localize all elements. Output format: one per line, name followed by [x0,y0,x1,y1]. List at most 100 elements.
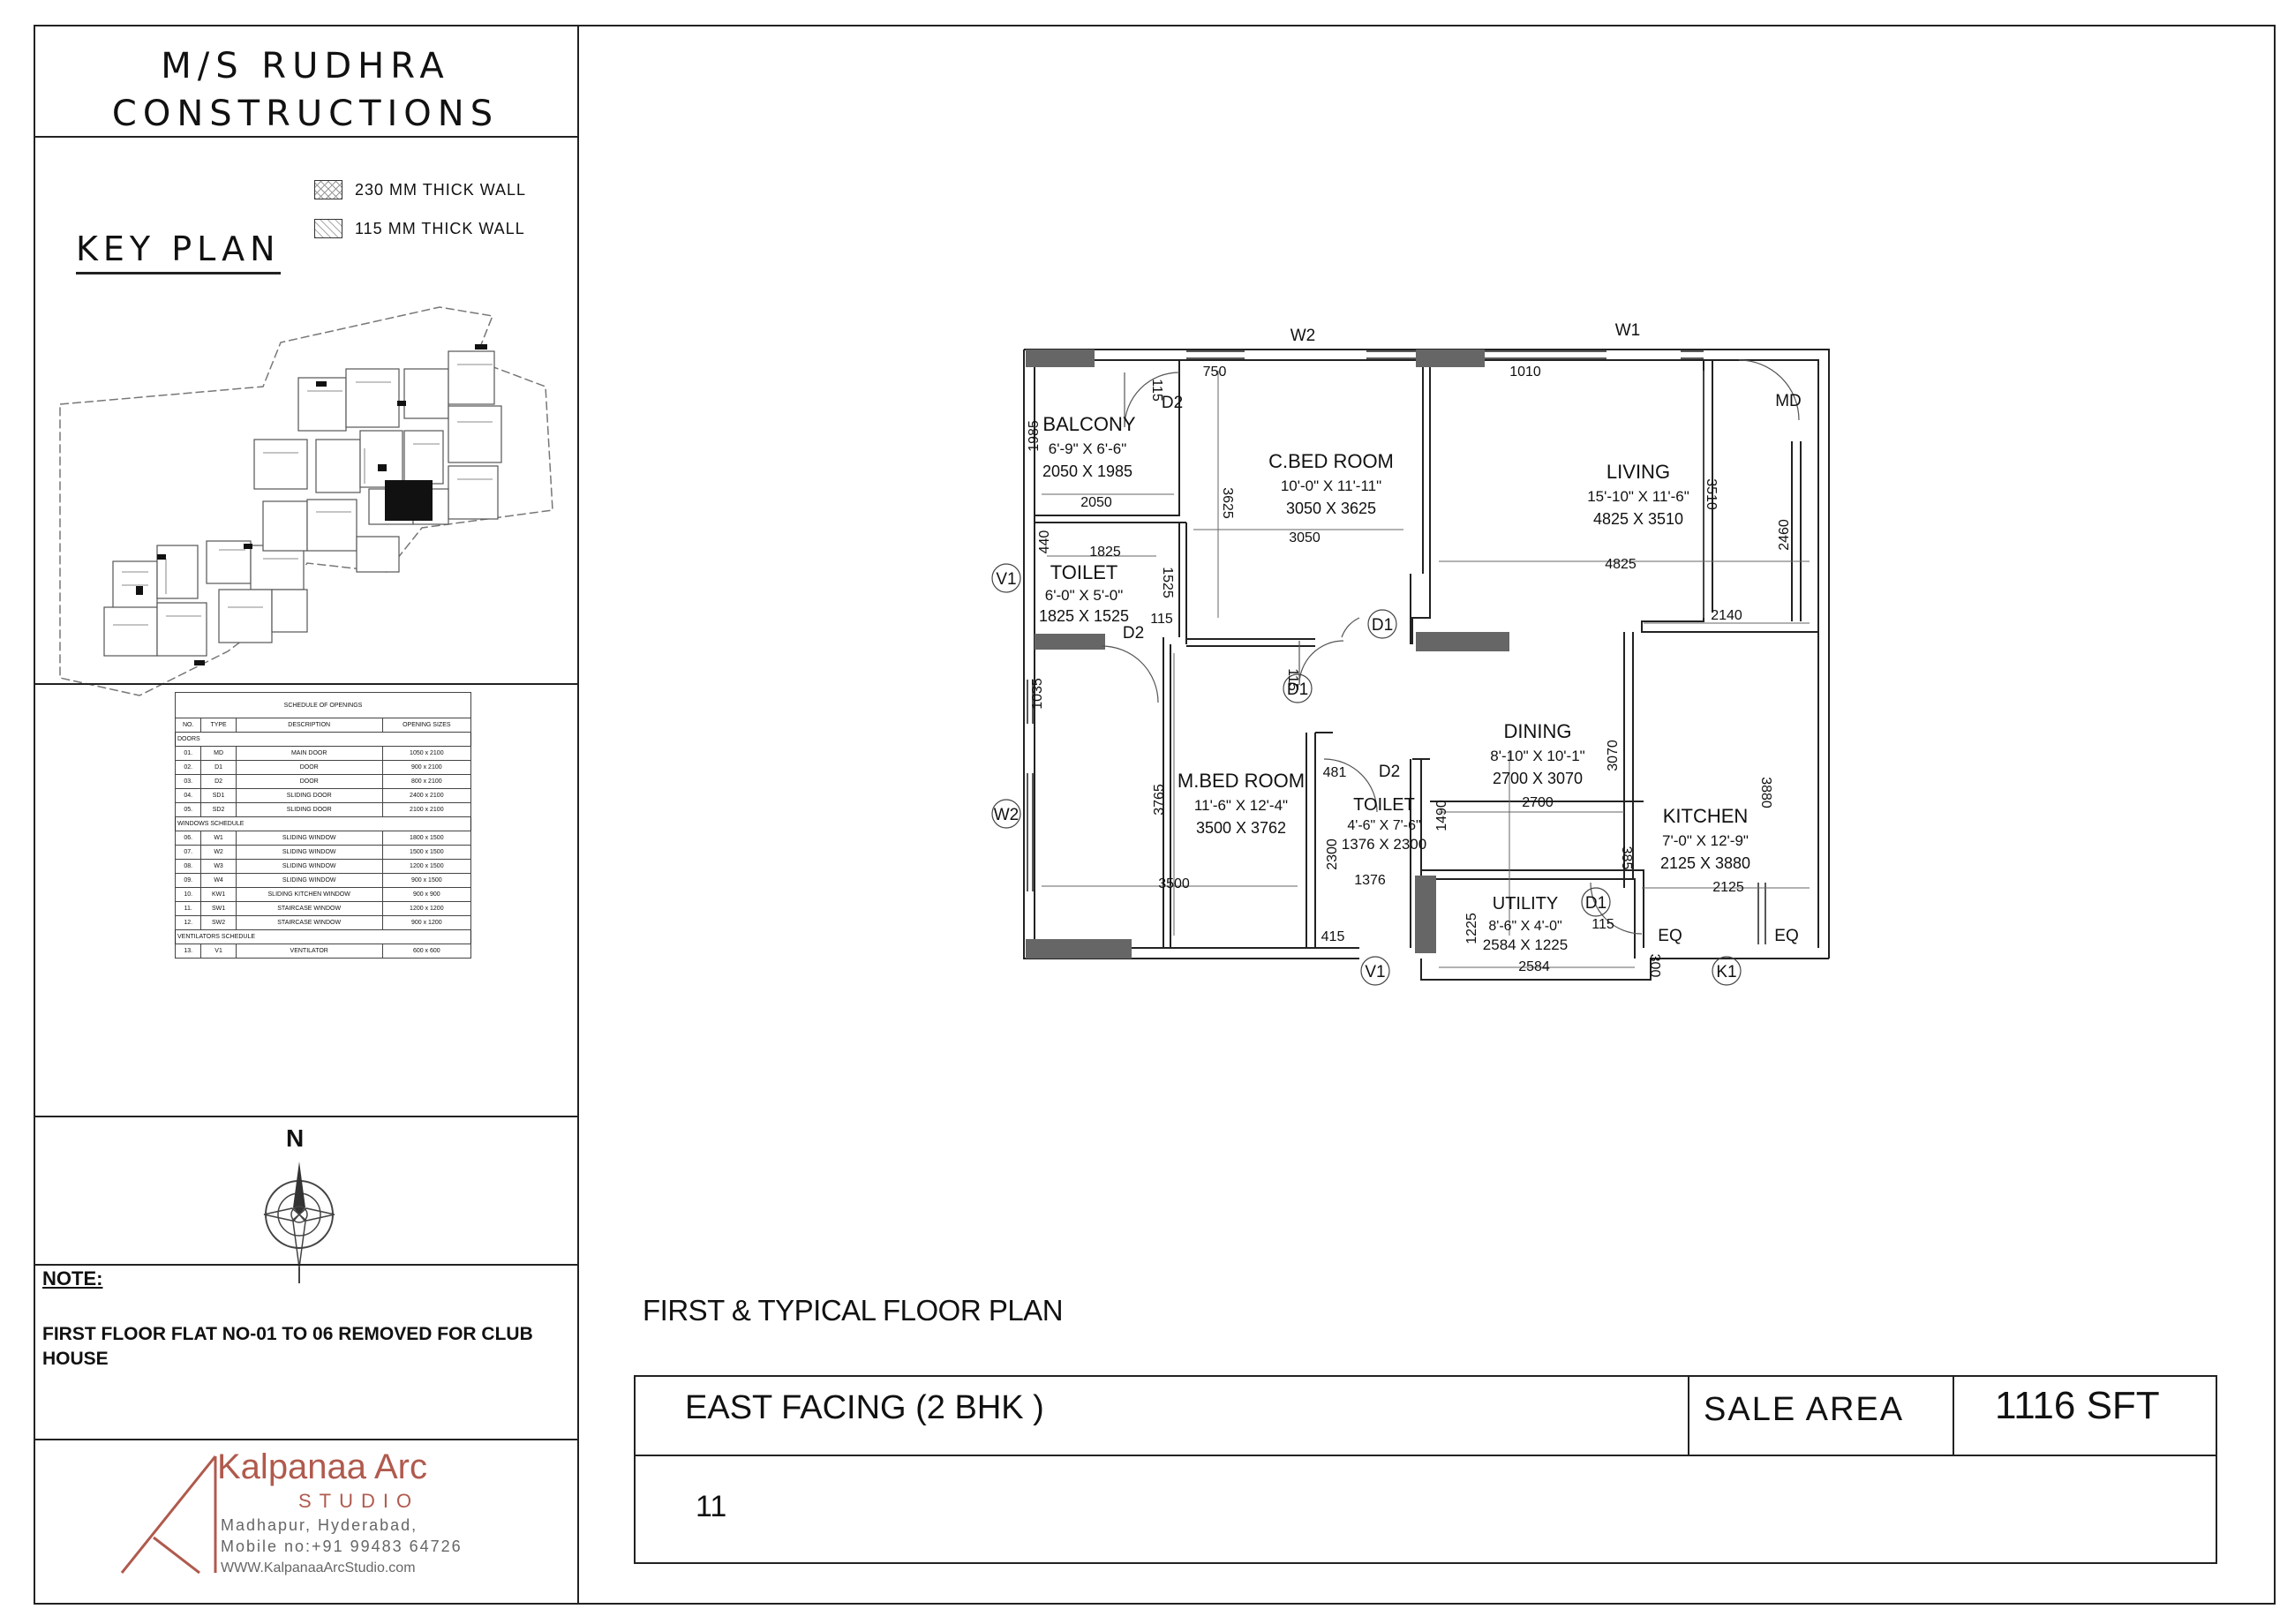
room-name: BALCONY [1042,413,1135,435]
plan-title: FIRST & TYPICAL FLOOR PLAN [643,1294,1064,1327]
schedule-title: SCHEDULE OF OPENINGS [175,692,471,718]
dim-label: 2584 [1518,959,1550,974]
room-name: TOILET [1050,561,1118,583]
north-arrow-icon [263,1162,335,1283]
north-label: N [286,1124,305,1152]
legend-230: 230 MM THICK WALL [314,180,526,199]
door-label: MD [1775,392,1802,410]
note-title: NOTE: [42,1267,103,1289]
col-header: DESCRIPTION [235,718,383,733]
dim-label: 3050 [1289,530,1321,545]
legend-115: 115 MM THICK WALL [314,219,525,238]
title-sidebar: M/S RUDHRA CONSTRUCTIONS 230 MM THICK WA… [34,25,579,1605]
dim-label: 2460 [1777,519,1792,551]
flat-number: 11 [696,1490,727,1523]
dim-label: 4825 [1605,557,1637,572]
door-label: D1 [1585,894,1606,913]
room-imperial: 8'-6" X 4'-0" [1488,919,1561,934]
legend-label: 115 MM THICK WALL [355,219,525,237]
studio-website: WWW.KalpanaaArcStudio.com [221,1560,416,1575]
room-imperial: 7'-0" X 12'-9" [1662,832,1749,849]
room-metric: 2125 X 3880 [1660,854,1750,872]
sheet-border [34,25,2276,1605]
dim-label: 3765 [1152,784,1167,816]
dim-label: 1035 [1030,678,1045,710]
studio-address: Madhapur, Hyderabad, [221,1516,418,1534]
door-label: D2 [1379,763,1400,781]
studio-logo-icon [120,1455,217,1575]
window-label: W2 [1290,327,1316,345]
dim-label: 750 [1203,365,1227,380]
legend-label: 230 MM THICK WALL [355,180,527,199]
divider [636,1455,2216,1456]
door-label: D1 [1287,680,1308,699]
dim-label: 385 [1619,846,1634,870]
dim-label: 3500 [1158,876,1190,891]
dim-label: 440 [1037,530,1052,554]
room-imperial: 8'-10" X 10'-1" [1490,748,1584,764]
eq-label: EQ [1658,927,1682,945]
divider [1953,1377,1954,1455]
door-label: D2 [1162,394,1183,412]
dim-label: 2050 [1080,495,1112,510]
room-metric: 1825 X 1525 [1039,607,1129,625]
diagonal-hatch-swatch [314,219,342,238]
room-name: LIVING [1606,461,1670,483]
dim-label: 2700 [1522,795,1554,810]
room-imperial: 4'-6" X 7'-6" [1347,818,1420,833]
eq-label: EQ [1774,927,1798,945]
window-label: W2 [994,806,1020,824]
dim-label: 1490 [1434,800,1449,831]
dim-label: 2125 [1712,880,1744,895]
dim-label: 2140 [1711,608,1742,623]
room-imperial: 11'-6" X 12'-4" [1194,797,1288,814]
room-name: KITCHEN [1663,805,1749,827]
room-metric: 2700 X 3070 [1493,770,1583,787]
company-line1: M/S RUDHRA [161,46,450,86]
key-plan-title: KEY PLAN [76,229,281,274]
dim-label: 115 [1150,612,1173,627]
window-label: W1 [1615,321,1641,340]
room-metric: 2050 X 1985 [1042,462,1132,480]
company-name: M/S RUDHRA CONSTRUCTIONS [34,42,577,138]
dim-label: 2300 [1325,838,1340,870]
section-doors: DOORS [175,732,471,747]
room-imperial: 10'-0" X 11'-11" [1281,477,1381,494]
title-block: EAST FACING (2 BHK ) SALE AREA 1116 SFT … [634,1375,2217,1564]
ventilator-label: V1 [1365,963,1385,981]
room-name: TOILET [1353,795,1415,815]
room-imperial: 6'-9" X 6'-6" [1049,440,1127,457]
divider [34,136,577,138]
floor-plan: BALCONY 6'-9" X 6'-6" 2050 X 1985 C.BED … [991,321,1830,986]
door-label: D2 [1123,624,1144,643]
sale-area-value: 1116 SFT [1995,1384,2160,1427]
col-header: OPENING SIZES [381,718,472,733]
section-ventilators: VENTILATORS SCHEDULE [175,929,471,944]
room-imperial: 15'-10" X 11'-6" [1587,488,1689,505]
dim-label: 1010 [1509,365,1541,380]
dim-label: 3880 [1758,777,1773,808]
room-metric: 4825 X 3510 [1593,510,1683,528]
studio-name: Kalpanaa Arc [217,1447,427,1486]
divider [34,1116,577,1117]
divider [34,683,577,685]
dim-label: 1985 [1027,420,1042,452]
room-metric: 3500 X 3762 [1196,819,1286,837]
dim-label: 300 [1647,954,1662,978]
col-header: TYPE [200,718,237,733]
dim-label: 415 [1321,929,1345,944]
dim-label: 1525 [1160,567,1175,598]
col-header: NO. [174,718,202,733]
room-imperial: 6'-0" X 5'-0" [1045,587,1124,604]
dim-label: 3070 [1606,740,1621,771]
section-windows: WINDOWS SCHEDULE [175,816,471,831]
dim-label: 115 [1285,668,1300,691]
